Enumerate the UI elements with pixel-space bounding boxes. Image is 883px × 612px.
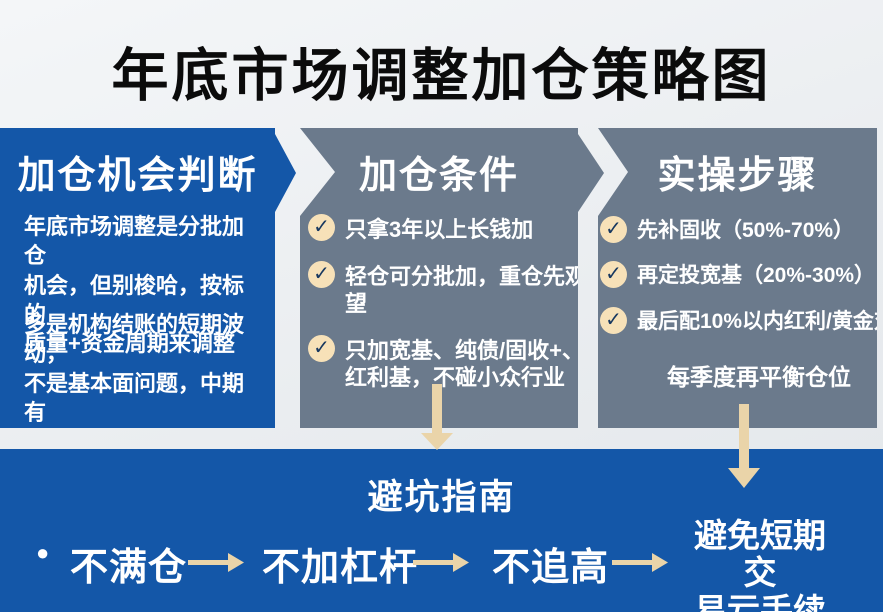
arrow-shaft xyxy=(432,384,442,435)
panel-steps-header: 实操步骤 xyxy=(657,155,818,197)
opportunity-paragraph-2: 多是机构结账的短期波动， 不是基本面问题，中期有 有跨年行情机会 xyxy=(24,312,245,454)
arrow-shaft xyxy=(739,404,749,470)
arrow-shaft xyxy=(188,560,230,565)
steps-footnote: 每季度再平衡仓位 xyxy=(667,364,851,390)
arrow-shaft xyxy=(612,560,654,565)
steps-check-list: ✓ 先补固收（50%-70%） ✓ 再定投宽基（20%-30%） ✓ 最后配10… xyxy=(600,216,877,335)
pitfalls-header: 避坑指南 xyxy=(367,478,516,517)
condition-item: ✓ 只拿3年以上长钱加 xyxy=(308,214,604,244)
arrow-right-icon xyxy=(612,553,668,572)
flow-item-label: 不满仓 xyxy=(70,547,188,589)
arrow-right-icon xyxy=(413,553,469,572)
step-item: ✓ 最后配10%以内红利/黄金对冲 xyxy=(600,306,877,335)
condition-item: ✓ 轻仓可分批加，重仓先观望 xyxy=(308,260,604,318)
check-icon: ✓ xyxy=(308,260,335,288)
flow-item-label: 不追高 xyxy=(492,547,610,589)
bullet-icon: ● xyxy=(36,540,50,565)
step-item-label: 再定投宽基（20%-30%） xyxy=(637,264,876,288)
opportunity-paragraph-1: 年底市场调整是分批加仓 机会，但别梭哈，按标的 质量+资金周期来调整 xyxy=(24,214,245,356)
arrow-down-icon xyxy=(728,404,760,488)
arrow-head xyxy=(453,553,469,572)
step-item: ✓ 再定投宽基（20%-30%） xyxy=(600,261,877,289)
arrow-down-icon xyxy=(421,384,453,450)
condition-item: ✓ 只加宽基、纯债/固收+、 红利基，不碰小众行业 xyxy=(308,334,604,392)
panel-opportunity: 加仓机会判断 年底市场调整是分批加仓 机会，但别梭哈，按标的 质量+资金周期来调… xyxy=(0,128,296,428)
check-icon: ✓ xyxy=(308,214,335,241)
step-item: ✓ 先补固收（50%-70%） xyxy=(600,216,877,244)
check-icon: ✓ xyxy=(600,261,627,289)
check-icon: ✓ xyxy=(308,334,335,362)
panel-conditions: 加仓条件 ✓ 只拿3年以上长钱加 ✓ 轻仓可分批加，重仓先观望 ✓ 只加宽基、纯… xyxy=(300,128,604,428)
step-item-label: 最后配10%以内红利/黄金对冲 xyxy=(637,309,877,333)
arrow-shaft xyxy=(413,560,455,565)
arrow-head xyxy=(652,553,668,572)
arrow-head xyxy=(228,553,244,572)
panel-steps: 实操步骤 ✓ 先补固收（50%-70%） ✓ 再定投宽基（20%-30%） ✓ … xyxy=(598,128,877,428)
condition-item-label: 只加宽基、纯债/固收+、 红利基，不碰小众行业 xyxy=(345,337,584,391)
step-item-label: 先补固收（50%-70%） xyxy=(637,219,855,242)
conditions-check-list: ✓ 只拿3年以上长钱加 ✓ 轻仓可分批加，重仓先观望 ✓ 只加宽基、纯债/固收+… xyxy=(308,214,604,392)
arrow-head xyxy=(421,433,453,450)
check-icon: ✓ xyxy=(600,306,627,334)
condition-item-label: 轻仓可分批加，重仓先观望 xyxy=(345,263,588,317)
flow-item-label: 避免短期交 易亏手续费 xyxy=(694,517,826,612)
condition-item-label: 只拿3年以上长钱加 xyxy=(345,217,534,242)
panel-opportunity-header: 加仓机会判断 xyxy=(17,155,258,197)
flow-item-label: 不加杠杆 xyxy=(262,547,419,589)
check-icon: ✓ xyxy=(600,216,627,243)
panel-conditions-header: 加仓条件 xyxy=(358,155,519,197)
page-title: 年底市场调整加仓策略图 xyxy=(111,44,772,108)
arrow-right-icon xyxy=(188,553,244,572)
arrow-head xyxy=(728,468,760,488)
